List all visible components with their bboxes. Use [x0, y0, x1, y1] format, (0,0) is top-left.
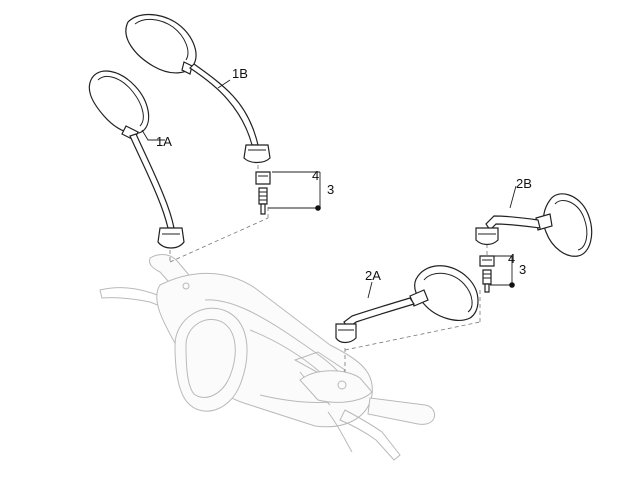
label-1A: 1A [156, 134, 172, 149]
left-nut-and-bolt [255, 171, 271, 215]
label-1B: 1B [232, 66, 248, 81]
leader-lines [141, 79, 517, 299]
mirror-2A [335, 265, 479, 344]
label-2B: 2B [516, 176, 532, 191]
right-nut-and-bolt [479, 255, 495, 293]
label-3-right: 3 [519, 262, 526, 277]
label-4-left: 4 [312, 168, 319, 183]
handlebar-assembly-ghost [99, 254, 436, 461]
mirror-1A [88, 70, 185, 249]
mirror-2B [475, 193, 593, 257]
label-3-left: 3 [327, 182, 334, 197]
label-2A: 2A [365, 268, 381, 283]
label-4-right: 4 [508, 251, 515, 266]
mirror-1B [125, 13, 271, 164]
